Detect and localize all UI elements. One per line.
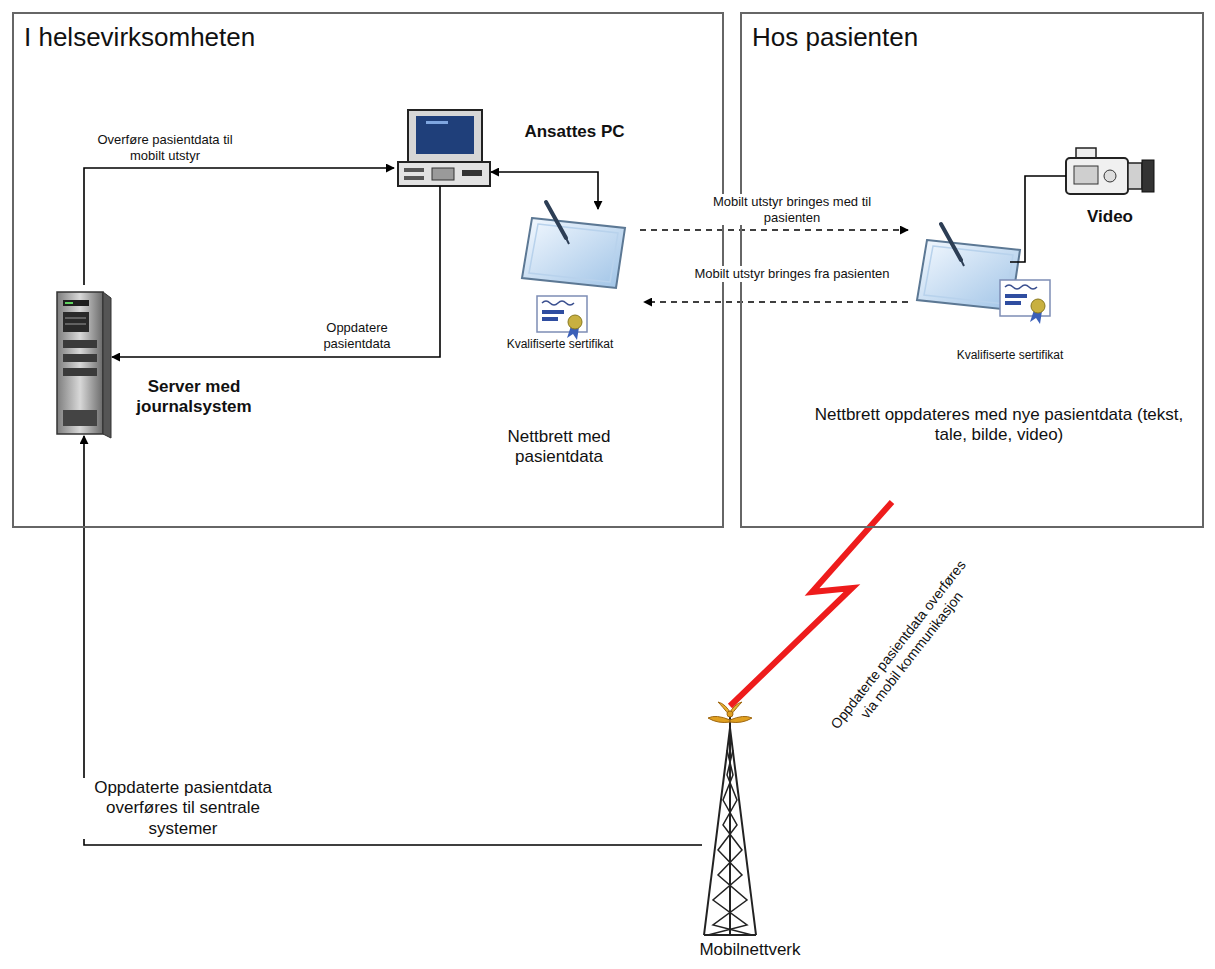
- node-label: Server med journalsystem: [114, 377, 274, 418]
- node-label: Nettbrett oppdateres med nye pasientdata…: [804, 405, 1194, 446]
- node-label: Kvalifiserte sertifikat: [925, 348, 1095, 362]
- connector: [84, 168, 394, 285]
- edge-label: Oppdaterte pasientdata overføres til sen…: [76, 778, 290, 839]
- node-label: Ansattes PC: [502, 122, 647, 142]
- video-node: Video: [1055, 145, 1169, 232]
- pc-node: Ansattes PC: [390, 108, 652, 190]
- connector: [112, 186, 440, 357]
- tablet-icon: [522, 202, 625, 288]
- video-camera-icon: [1066, 148, 1154, 194]
- region-frame: I helsevirksomhetenServer med journalsys…: [12, 12, 724, 528]
- region-heading: I helsevirksomheten: [24, 22, 424, 53]
- server-icon: [57, 292, 111, 438]
- edge-label: Mobilt utstyr bringes med til pasienten: [690, 194, 894, 225]
- edge-label: Oppdaterte pasientdata overføres via mob…: [820, 547, 991, 752]
- region-heading: Hos pasienten: [752, 22, 1052, 53]
- server-node: Server med journalsystem: [50, 285, 278, 440]
- connector: [491, 172, 598, 209]
- edge-label: Overføre pasientdata til mobilt utstyr: [88, 132, 242, 163]
- connector: [644, 301, 908, 303]
- tablet-node: Kvalifiserte sertifikatNettbrett med pas…: [468, 205, 652, 487]
- edge-label: Oppdatere pasientdata: [296, 320, 418, 351]
- node-label: Kvalifiserte sertifikat: [474, 337, 646, 351]
- certificate-icon: [537, 296, 587, 340]
- connector: [640, 229, 908, 231]
- edge-label: Mobilt utstyr bringes fra pasienten: [690, 266, 894, 282]
- node-label: Nettbrett med pasientdata: [484, 427, 634, 468]
- pc-icon: [398, 110, 490, 186]
- node-label: Video: [1055, 207, 1165, 227]
- node-label: Mobilnettverk: [680, 940, 820, 960]
- connector: [1010, 176, 1066, 262]
- antenna-tower-icon: [704, 702, 756, 935]
- certificate-icon: [1000, 280, 1050, 324]
- network-node: Mobilnettverk: [680, 700, 824, 965]
